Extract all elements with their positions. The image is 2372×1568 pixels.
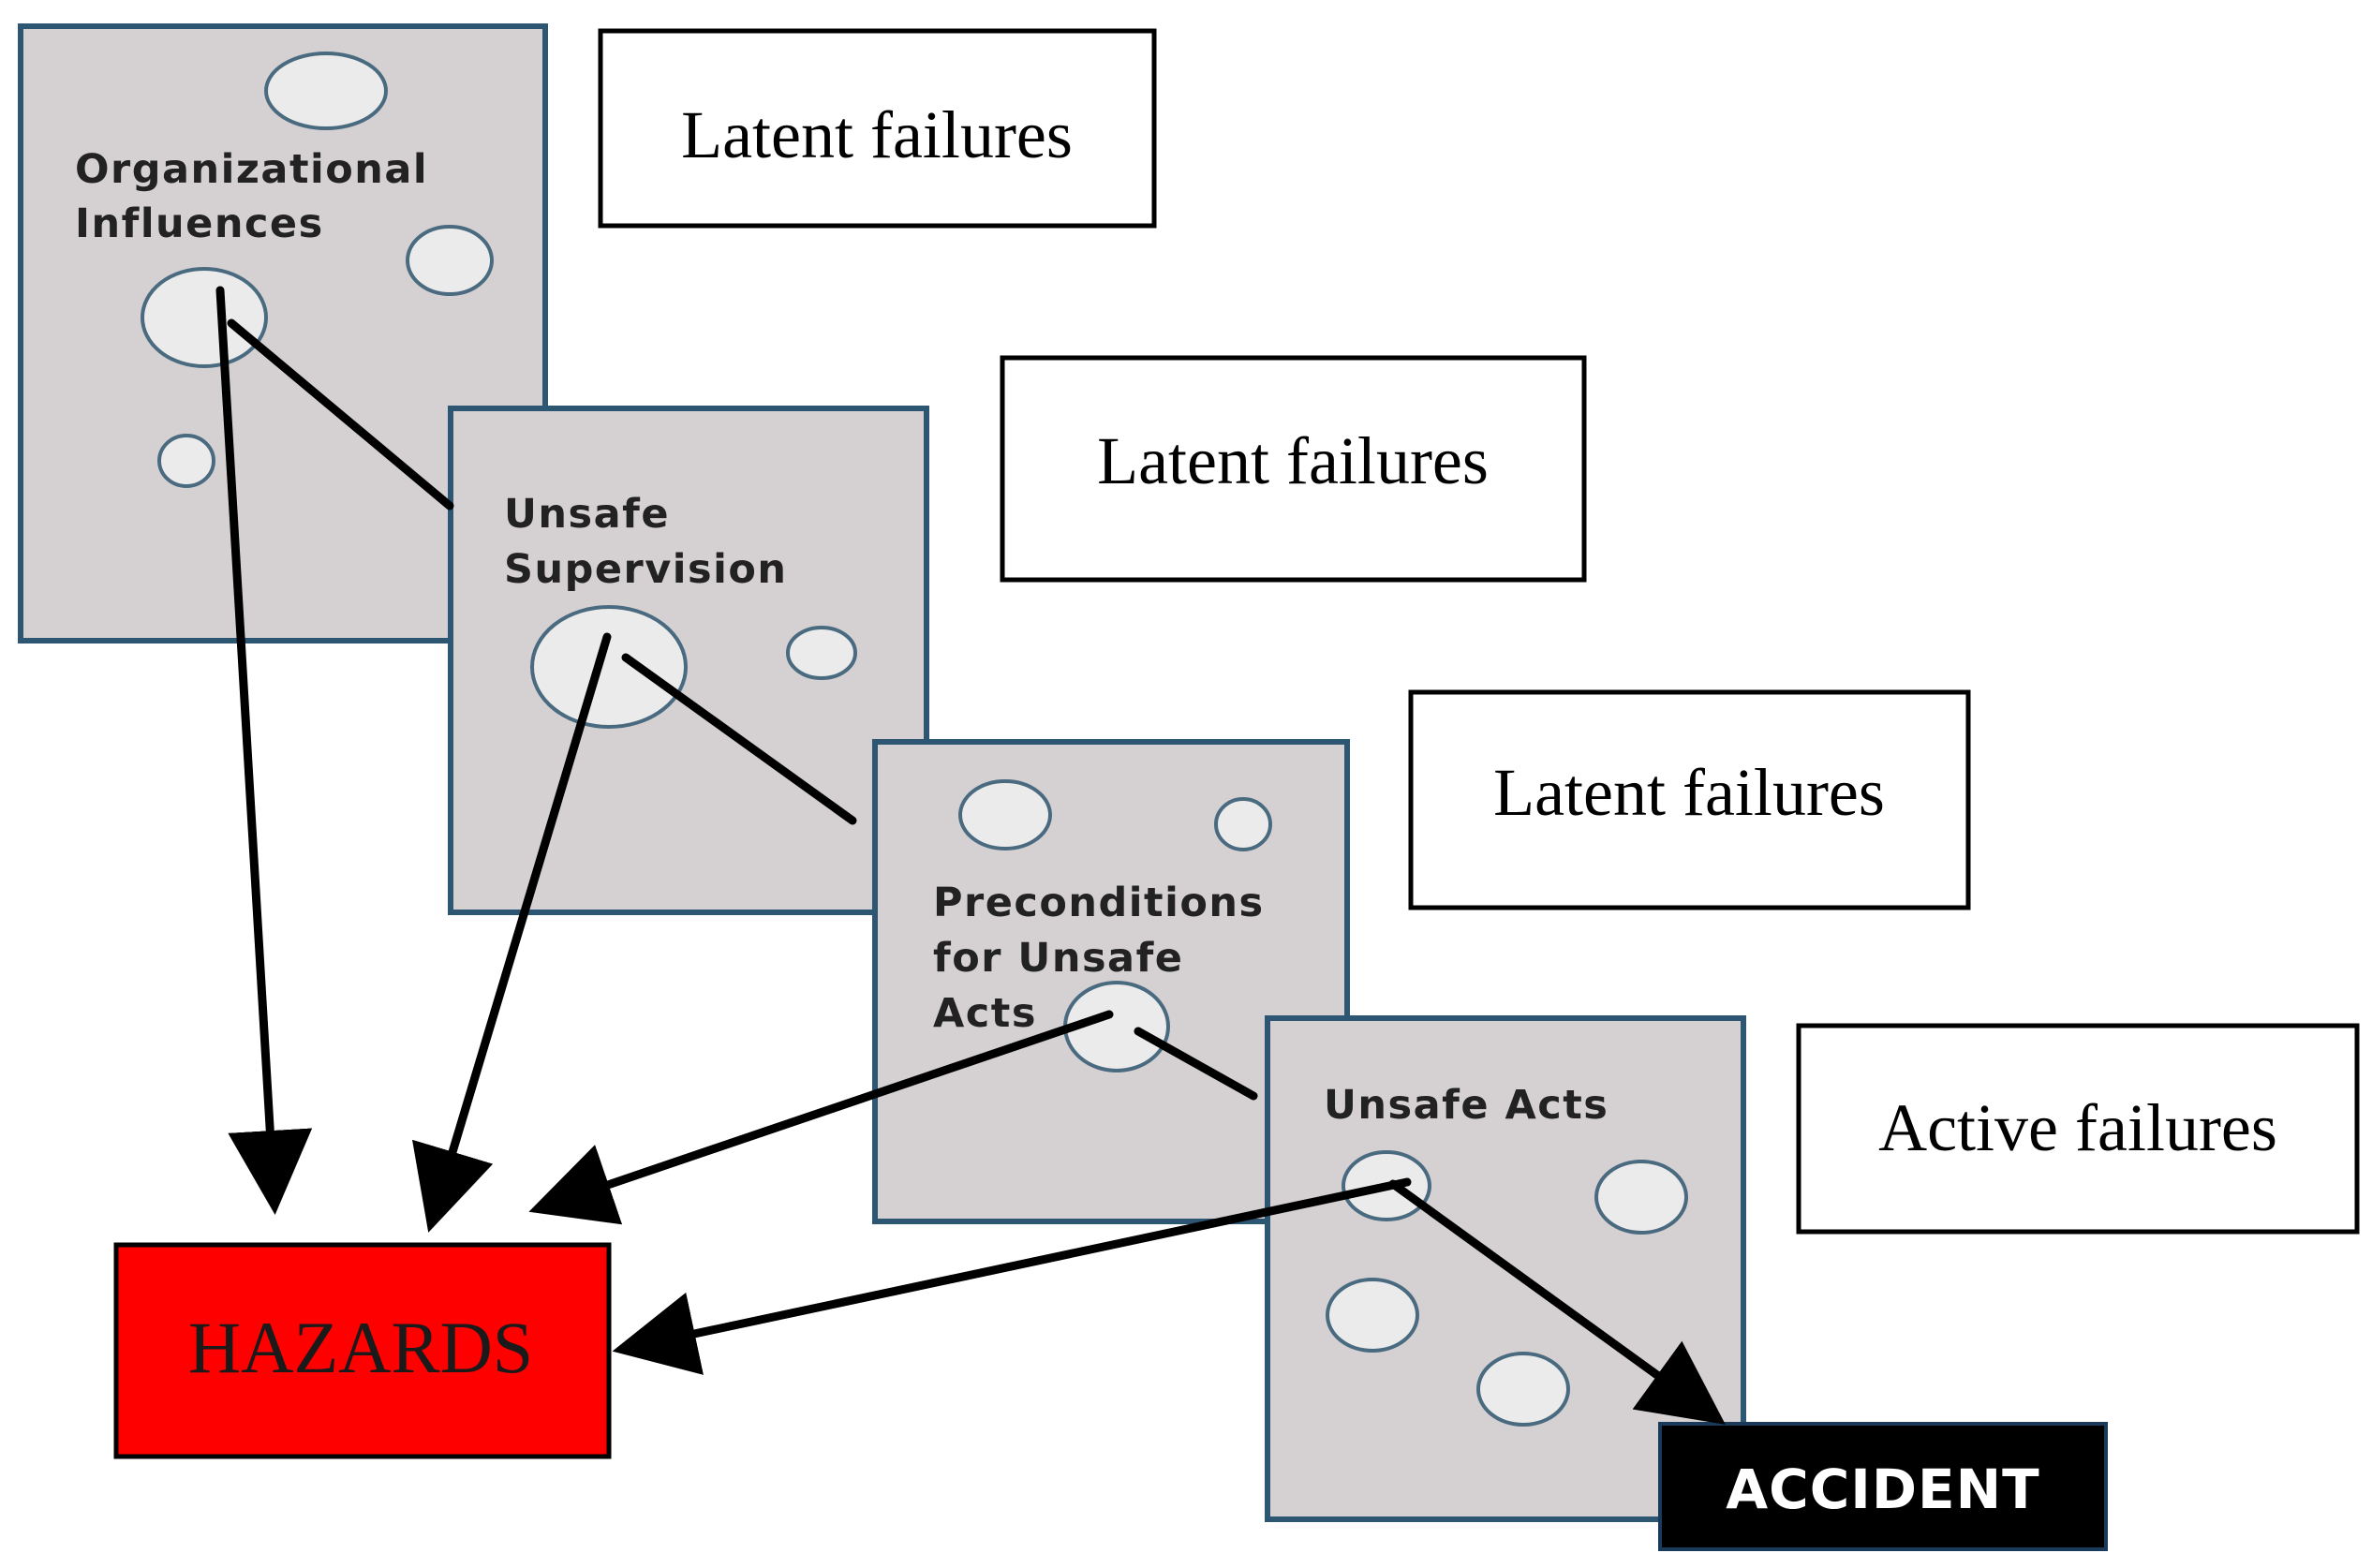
arrow-to-hazards xyxy=(412,632,612,1233)
failure-box-1: Latent failures xyxy=(598,28,1157,229)
failure-box-2: Latent failures xyxy=(1000,355,1587,583)
cheese-hole xyxy=(1476,1352,1570,1427)
connector-line xyxy=(227,318,454,510)
failure-label: Latent failures xyxy=(1493,755,1885,830)
layer-label: Preconditions for Unsafe Acts xyxy=(933,880,1280,1037)
cheese-hole xyxy=(1214,797,1272,851)
hazards-box: HAZARDS xyxy=(113,1242,612,1459)
layer-label: Unsafe Acts xyxy=(1324,1082,1609,1129)
failure-label: Latent failures xyxy=(1097,423,1489,498)
failure-label: Latent failures xyxy=(681,97,1073,172)
cheese-hole xyxy=(786,626,857,680)
connector-line xyxy=(621,653,857,825)
layer-organizational-influences: Organizational Influences xyxy=(18,23,548,643)
arrow-to-hazards xyxy=(612,1177,1412,1375)
arrow-to-hazards xyxy=(215,286,313,1215)
cheese-hole xyxy=(1594,1160,1688,1235)
cheese-hole xyxy=(406,225,494,296)
layer-label: Unsafe Supervision xyxy=(504,491,788,593)
failure-box-3: Latent failures xyxy=(1408,689,1971,910)
arrows xyxy=(215,286,1726,1425)
failure-box-4: Active failures xyxy=(1796,1023,2360,1235)
cheese-hole xyxy=(264,52,388,130)
accident-label: ACCIDENT xyxy=(1726,1457,2039,1521)
layer-unsafe-supervision: Unsafe Supervision xyxy=(448,406,929,915)
failure-label: Active failures xyxy=(1878,1090,2277,1165)
layer-label: Organizational Influences xyxy=(75,146,444,247)
connector-line xyxy=(1134,1027,1258,1101)
cheese-hole xyxy=(141,267,268,368)
cheese-hole xyxy=(530,605,688,729)
connector-lines xyxy=(227,318,1258,1101)
accident-box: ACCIDENT xyxy=(1658,1422,2108,1551)
arrow-to-hazards xyxy=(528,1010,1114,1225)
arrow-to-accident xyxy=(1388,1179,1726,1425)
hazards-label: HAZARDS xyxy=(188,1307,533,1388)
cheese-hole xyxy=(1326,1278,1419,1353)
cheese-hole xyxy=(958,779,1052,851)
cheese-hole xyxy=(157,434,215,488)
